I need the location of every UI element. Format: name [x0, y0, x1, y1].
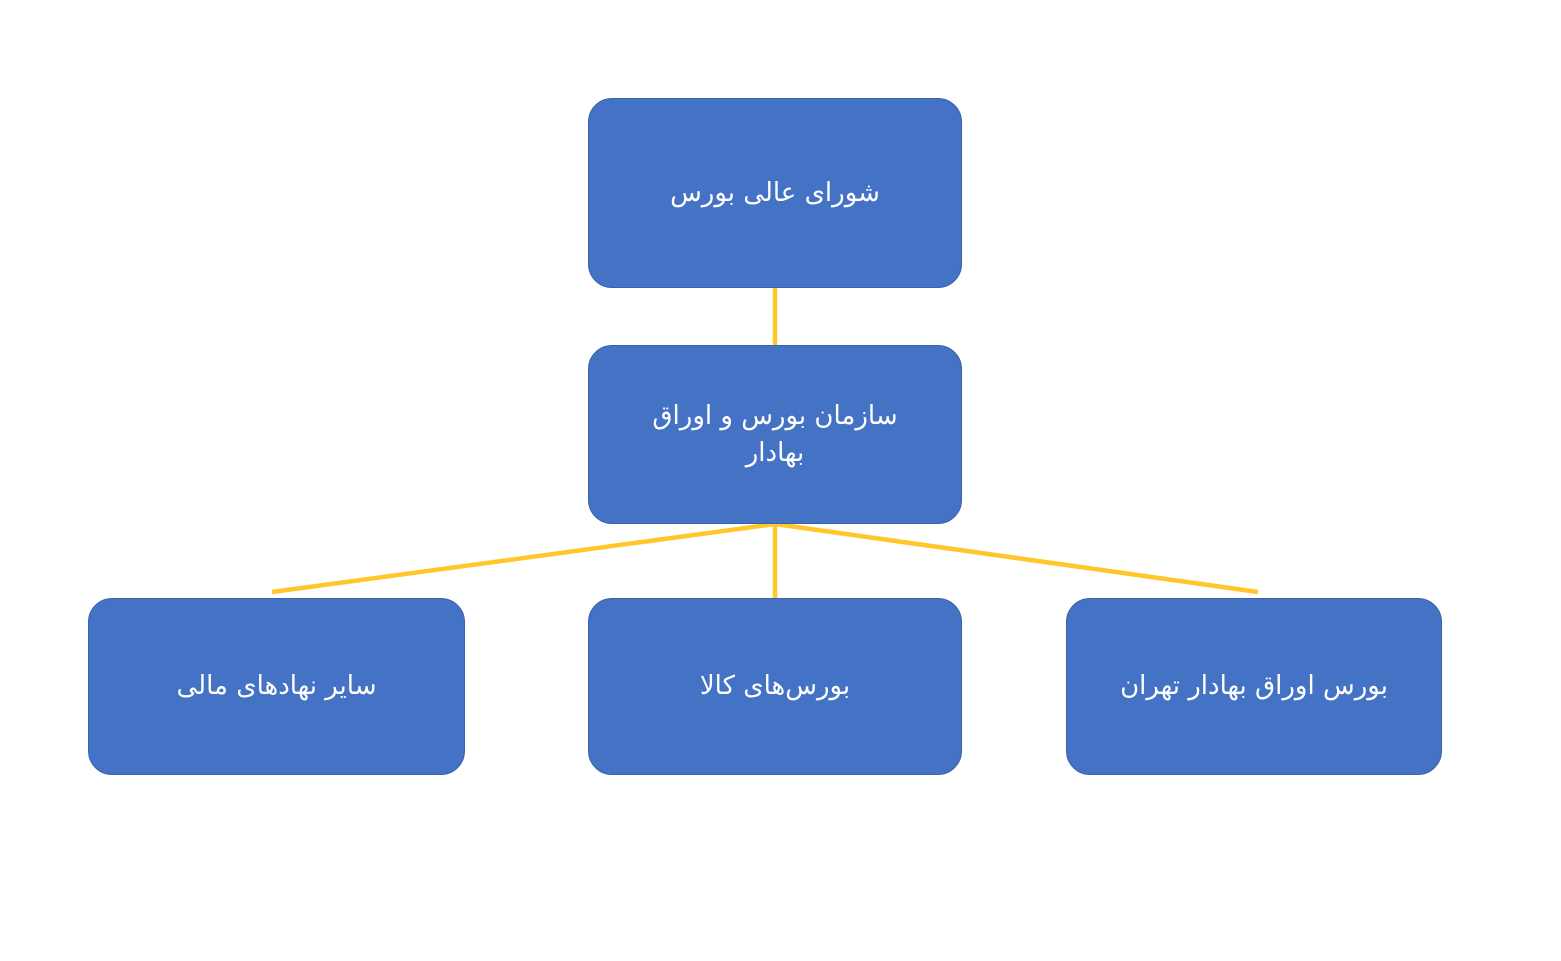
node-commodity-exchanges-label: بورس‌های کالا: [699, 671, 851, 702]
connector-organization-to-other-institutions: [271, 521, 776, 595]
node-tehran-stock-exchange-label: بورس اوراق بهادار تهران: [1120, 671, 1388, 702]
node-commodity-exchanges[interactable]: بورس‌های کالا: [588, 598, 962, 775]
node-other-financial-institutions[interactable]: سایر نهادهای مالی: [88, 598, 465, 775]
node-supreme-council[interactable]: شورای عالی بورس: [588, 98, 962, 288]
node-securities-exchange-organization[interactable]: سازمان بورس و اوراق بهادار: [588, 345, 962, 524]
node-other-financial-institutions-label: سایر نهادهای مالی: [176, 671, 377, 702]
node-supreme-council-label: شورای عالی بورس: [670, 177, 880, 208]
node-tehran-stock-exchange[interactable]: بورس اوراق بهادار تهران: [1066, 598, 1442, 775]
node-securities-exchange-organization-label: سازمان بورس و اوراق بهادار: [652, 400, 898, 468]
connector-organization-to-tehran: [774, 521, 1259, 595]
